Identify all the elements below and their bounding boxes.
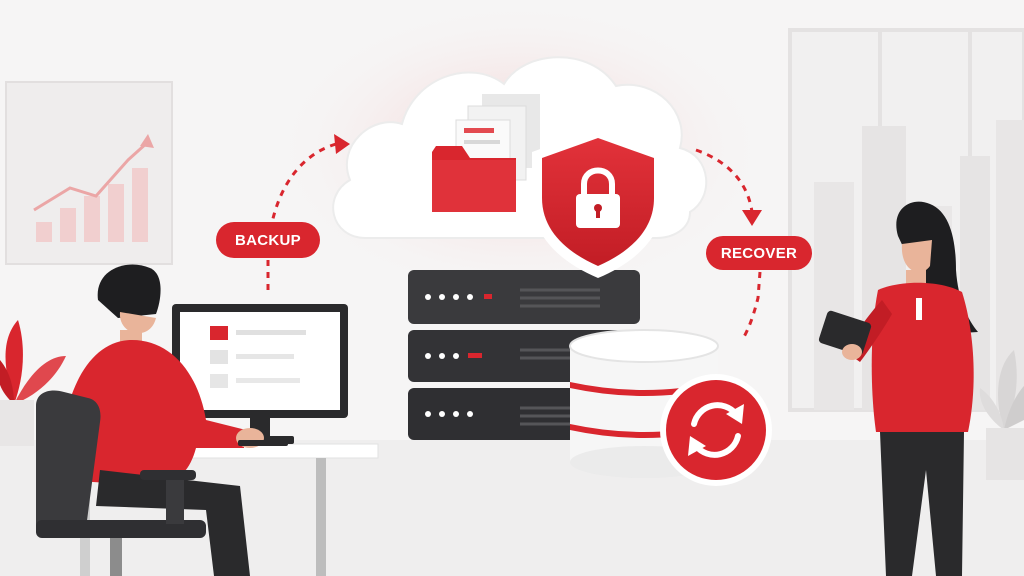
recover-arrow bbox=[695, 148, 762, 341]
recover-label-text: RECOVER bbox=[721, 245, 797, 262]
shield-lock-icon bbox=[532, 128, 664, 278]
left-plant bbox=[0, 320, 66, 446]
wall-chart bbox=[5, 81, 173, 265]
backup-label: BACKUP bbox=[216, 222, 320, 258]
right-plant bbox=[979, 350, 1024, 480]
office-chair bbox=[36, 390, 206, 576]
sync-icon bbox=[660, 374, 772, 486]
man-at-desk bbox=[59, 264, 288, 576]
folder-icon bbox=[432, 94, 540, 212]
woman-with-tablet bbox=[818, 201, 978, 576]
backup-arrow bbox=[266, 142, 337, 290]
backup-arrowhead bbox=[334, 134, 350, 154]
recover-arrowhead bbox=[742, 210, 762, 226]
recover-label: RECOVER bbox=[706, 236, 812, 270]
backup-label-text: BACKUP bbox=[235, 232, 301, 249]
